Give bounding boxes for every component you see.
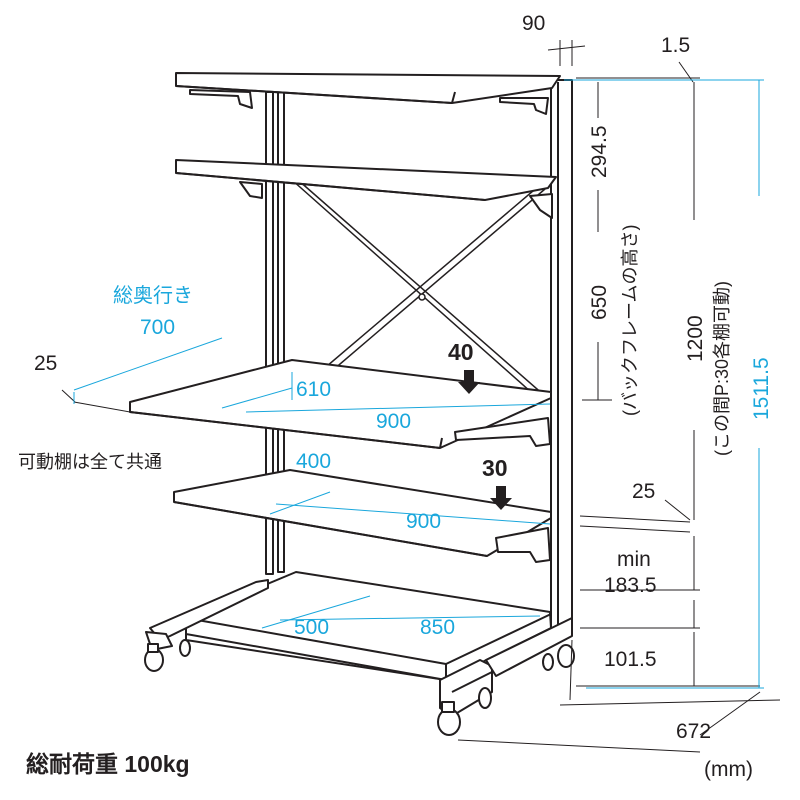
upper-load-value: 40 [448,339,474,365]
upper-movable-shelf [175,159,557,219]
dim-1200: 1200 [684,315,707,362]
dim-294-5: 294.5 [588,125,611,178]
top-shelf [175,72,561,115]
caster-mid-right [478,687,492,709]
back-cross-brace [291,179,546,401]
bottom-shelf-depth: 500 [294,616,329,639]
dim-650: 650 [588,285,611,320]
lower-movable-shelf [173,469,552,563]
caster-front-left [144,643,164,672]
caster-rear-left [179,639,191,657]
dim-25-left: 25 [34,352,57,375]
bottom-shelf-width: 850 [420,616,455,639]
dim-25-right: 25 [632,480,655,503]
dim-1511-5: 1511.5 [750,357,773,420]
load-arrows [458,370,512,510]
middle-movable-shelf [129,359,552,449]
middle-load-value: 30 [482,455,508,481]
dim-90: 90 [522,12,545,35]
right-front-post [550,79,573,641]
upper-shelf-depth: 610 [296,378,331,401]
caster-front-right [437,701,461,736]
arrow-down-icon [458,370,480,394]
middle-shelf-width: 900 [406,510,441,533]
shelf-pitch-note: (この間P:30各棚可動) [712,281,732,456]
middle-shelf-depth: 400 [296,450,331,473]
upper-shelf-width: 900 [376,410,411,433]
movable-shelves-common-note: 可動棚は全て共通 [18,452,162,472]
back-frame-height-note: (バックフレームの高さ) [620,225,640,416]
total-depth-title: 総奥行き [113,284,193,307]
rack-drawing [129,72,575,736]
unit-label: (mm) [704,758,753,781]
arrow-down-icon [490,486,512,510]
total-depth-value: 700 [140,316,175,339]
dim-183-5: 183.5 [604,574,657,597]
black-dimension-lines [61,40,781,753]
dim-1-5: 1.5 [661,34,690,57]
dim-101-5: 101.5 [604,648,657,671]
dim-672: 672 [676,720,711,743]
min-label: min [617,548,651,571]
total-load-label: 総耐荷重 100kg [26,751,190,777]
caster-rear-right [542,644,575,671]
cyan-dimension-lines [73,79,764,689]
